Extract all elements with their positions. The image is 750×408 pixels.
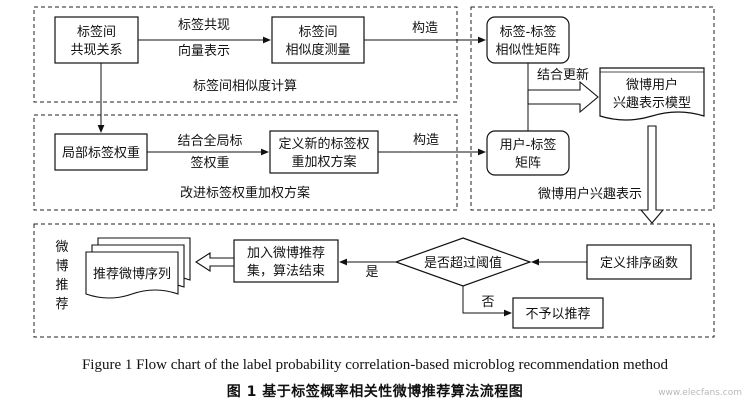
node-co-relation-line1: 标签间 <box>77 24 116 40</box>
rec-list-label: 推荐微博序列 <box>93 267 171 282</box>
region-label-interest: 微博用户兴趣表示 <box>538 186 642 202</box>
weibo-rec-vertical-1: 微 <box>55 240 68 255</box>
node-not-recommend-box <box>512 297 604 329</box>
node-define-rank-box <box>586 244 692 280</box>
node-local-weight-box <box>54 133 148 171</box>
node-tag-similarity-matrix-line2: 相似性矩阵 <box>495 43 560 58</box>
rec-list-doc-front <box>85 251 179 299</box>
edge-label-combine-global-2: 签权重 <box>190 155 229 171</box>
node-similarity-measure-line1: 标签间 <box>298 24 337 40</box>
edge-label-combine-update: 结合更新 <box>537 67 589 83</box>
edge-label-co-vector-1: 标签共现 <box>178 17 230 33</box>
node-co-relation-box <box>54 16 139 64</box>
region-weighting-scheme <box>33 114 458 211</box>
edge-label-yes: 是 <box>365 265 378 280</box>
node-add-to-set-line1: 加入微博推荐 <box>247 246 325 261</box>
edge-label-no: 否 <box>481 295 494 310</box>
node-add-to-set-box <box>233 239 339 283</box>
figure-caption-chinese: 图 1 基于标签概率相关性微博推荐算法流程图 <box>226 384 524 400</box>
node-not-recommend-label: 不予以推荐 <box>525 307 590 322</box>
edge-add-to-list-arrow <box>194 251 235 273</box>
node-co-relation-line2: 共现关系 <box>70 43 122 58</box>
edge-label-construct-2: 构造 <box>413 133 439 148</box>
node-similarity-measure-line2: 相似度测量 <box>285 42 350 58</box>
node-interest-model-line1: 微博用户 <box>626 77 678 93</box>
node-tag-similarity-matrix-line1: 标签-标签 <box>500 24 557 40</box>
node-interest-model-line2: 兴趣表示模型 <box>613 96 691 111</box>
edge-label-construct-1: 构造 <box>412 21 438 36</box>
node-user-tag-matrix-line2: 矩阵 <box>515 156 541 171</box>
figure-caption-english: Figure 1 Flow chart of the label probabi… <box>81 357 669 373</box>
watermark: www.elecfans.com <box>658 388 742 398</box>
weibo-rec-vertical-2: 博 <box>55 259 68 274</box>
node-interest-model-shape <box>599 67 705 121</box>
region-label-weighting: 改进标签权重加权方案 <box>180 185 310 201</box>
region-interest-repr <box>470 6 715 211</box>
region-similarity-calc <box>33 6 458 103</box>
edge-label-combine-global-1: 结合全局标 <box>177 133 242 149</box>
node-add-to-set-line2: 集，算法结束 <box>247 263 325 279</box>
weibo-rec-vertical-3: 推 <box>55 278 68 293</box>
edge-label-co-vector-2: 向量表示 <box>178 43 230 59</box>
region-label-similarity: 标签间相似度计算 <box>193 78 297 94</box>
node-define-rank-label: 定义排序函数 <box>600 256 678 271</box>
node-local-weight-label: 局部标签权重 <box>62 145 140 161</box>
edge-interest-down-arrow <box>639 125 665 224</box>
edge-decision-no <box>462 286 512 317</box>
node-user-tag-matrix-line1: 用户-标签 <box>500 137 557 153</box>
weibo-rec-vertical-4: 荐 <box>55 297 68 312</box>
node-new-weight-scheme-line1: 定义新的标签权 <box>278 136 369 152</box>
region-recommendation <box>33 223 715 338</box>
node-decision-label: 是否超过阈值 <box>424 255 502 271</box>
edge-combine-update-arrow <box>527 80 599 114</box>
node-new-weight-scheme-line2: 重加权方案 <box>291 154 356 170</box>
node-new-weight-scheme-box <box>269 130 379 174</box>
